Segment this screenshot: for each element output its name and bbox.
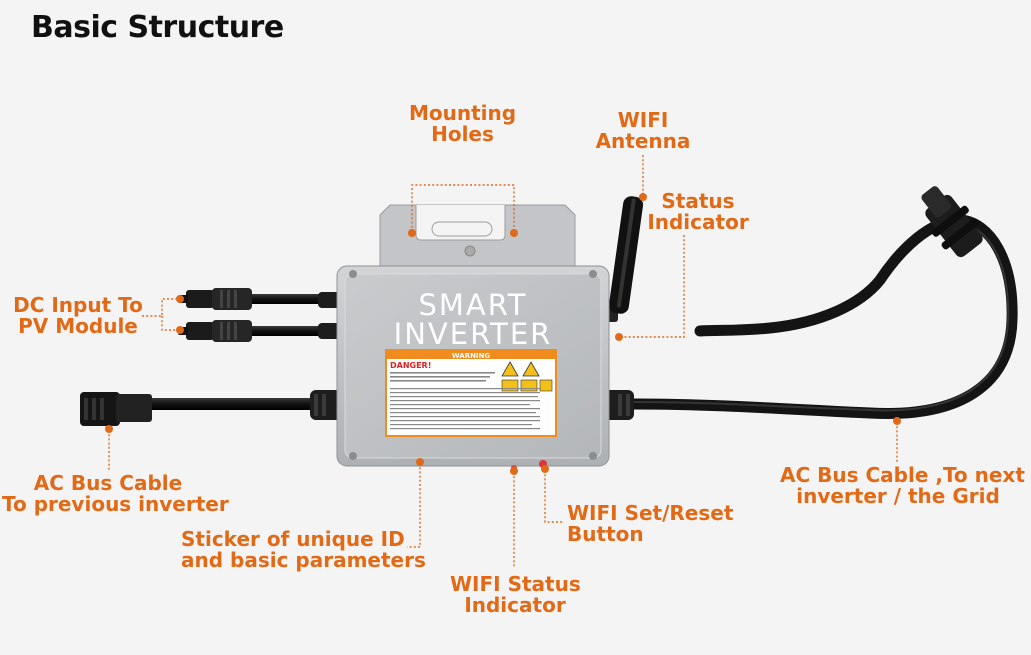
label-wifi-reset-line2: Button	[567, 522, 644, 546]
label-dc-input-line2: PV Module	[18, 314, 138, 338]
warning-sticker: WARNING DANGER!	[385, 349, 557, 437]
dc-input-cables	[178, 288, 325, 342]
label-mounting-holes-line1: Mounting	[408, 101, 517, 125]
label-status-indicator-line1: Status	[661, 189, 735, 213]
ac-bus-cable-left	[80, 392, 325, 426]
mounting-bracket	[379, 204, 576, 269]
label-wifi-reset-line1: WIFI Set/Reset	[567, 501, 734, 525]
danger-text: DANGER!	[390, 361, 431, 370]
label-ac-bus-previous: AC Bus Cable To previous inverter	[2, 471, 229, 516]
label-wifi-antenna: WIFI Antenna	[588, 110, 698, 152]
label-ac-bus-next: AC Bus Cable ,To next inverter / the Gri…	[780, 463, 1025, 508]
ac-bus-connector-top-right	[921, 186, 983, 258]
label-wifi-status: WIFI Status Indicator	[450, 572, 581, 617]
label-status-indicator: Status Indicator	[646, 191, 750, 233]
label-mounting-holes-line2: Holes	[431, 122, 494, 146]
label-dc-input: DC Input To PV Module	[8, 295, 148, 337]
brand-line1: SMART	[418, 288, 527, 322]
label-sticker-line2: and basic parameters	[181, 548, 426, 572]
label-ac-bus-next-line2: inverter / the Grid	[796, 484, 1000, 508]
leader-lines	[105, 155, 901, 568]
label-dc-input-line1: DC Input To	[13, 293, 143, 317]
brand-line2: INVERTER	[394, 317, 553, 351]
label-ac-bus-previous-line2: To previous inverter	[2, 492, 229, 516]
label-mounting-holes: Mounting Holes	[405, 103, 520, 145]
ac-bus-cable-right	[626, 214, 1018, 419]
label-wifi-status-line2: Indicator	[464, 593, 566, 617]
label-ac-bus-previous-line1: AC Bus Cable	[33, 471, 183, 495]
label-sticker: Sticker of unique ID and basic parameter…	[181, 527, 426, 572]
label-wifi-antenna-line2: Antenna	[595, 129, 691, 153]
label-ac-bus-next-line1: AC Bus Cable ,To next	[780, 463, 1025, 487]
label-wifi-reset: WIFI Set/Reset Button	[567, 501, 734, 546]
label-wifi-status-line1: WIFI Status	[450, 572, 581, 596]
label-sticker-line1: Sticker of unique ID	[181, 527, 405, 551]
page-title: Basic Structure	[31, 10, 284, 45]
label-wifi-antenna-line1: WIFI	[617, 108, 669, 132]
warning-header: WARNING	[452, 352, 491, 360]
label-status-indicator-line2: Indicator	[647, 210, 749, 234]
